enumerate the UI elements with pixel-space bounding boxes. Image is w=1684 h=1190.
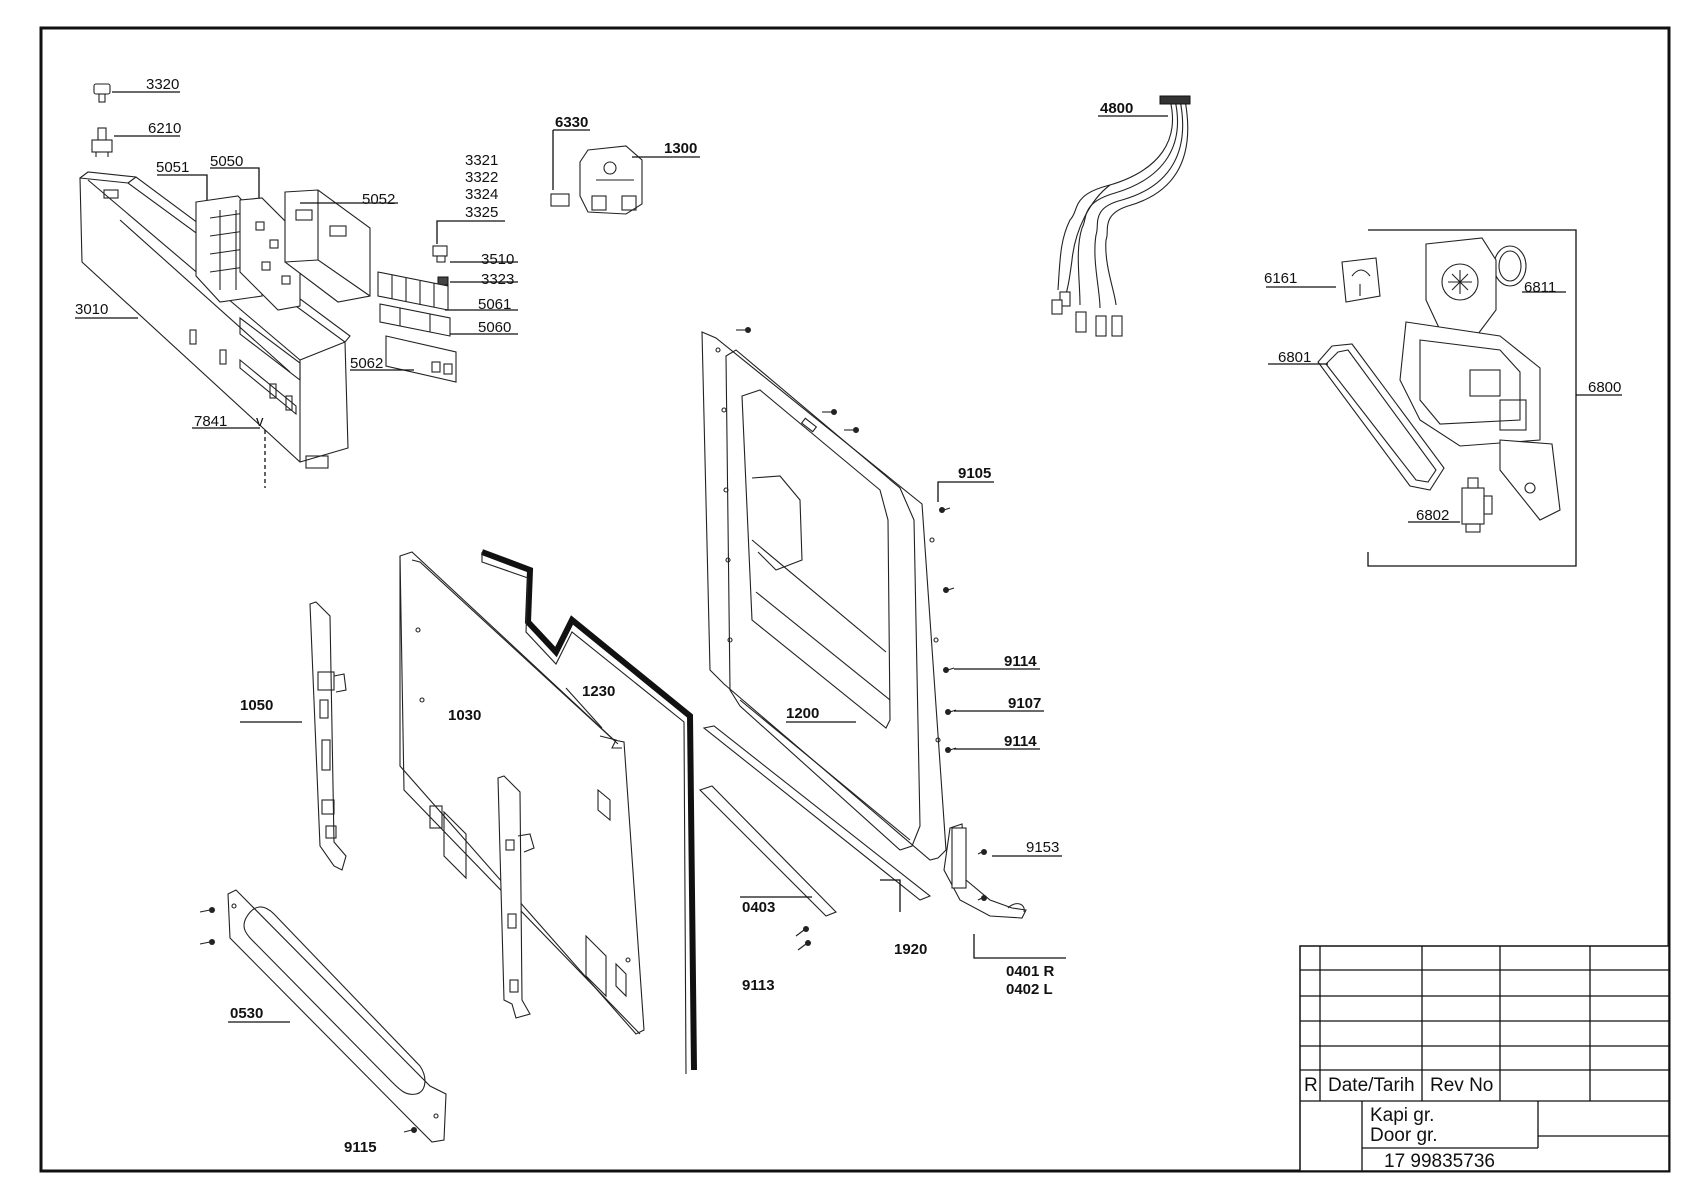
screw-icon xyxy=(199,907,215,913)
part-0530-plinth-strip xyxy=(227,889,447,1143)
label-3322: 3322 xyxy=(465,169,498,186)
part-1200-inner-door xyxy=(701,331,947,861)
label-9114-upper: 9114 xyxy=(1004,653,1037,670)
label-6330: 6330 xyxy=(555,114,588,131)
screw-icon xyxy=(822,409,837,415)
part-3510-bracket xyxy=(432,245,448,263)
label-3510: 3510 xyxy=(481,251,514,268)
label-7841: 7841 xyxy=(194,413,227,430)
screw-icon xyxy=(939,507,951,513)
part-6330-clip xyxy=(550,193,570,207)
label-6801: 6801 xyxy=(1278,349,1311,366)
screw-icon xyxy=(943,667,955,673)
label-1300: 1300 xyxy=(664,140,697,157)
part-5062-button-strip xyxy=(385,335,457,383)
screw-icon xyxy=(199,939,215,945)
label-3324: 3324 xyxy=(465,186,498,203)
label-3010: 3010 xyxy=(75,301,108,318)
part-1300-lock xyxy=(579,145,643,215)
rev-no-header: Rev No xyxy=(1430,1075,1493,1096)
label-5061: 5061 xyxy=(478,296,511,313)
label-6161: 6161 xyxy=(1264,270,1297,287)
screw-icon xyxy=(403,1127,417,1133)
label-5051: 5051 xyxy=(156,159,189,176)
label-5052: 5052 xyxy=(362,191,395,208)
part-6800-dispenser-body xyxy=(1399,237,1561,521)
group-name-en: Door gr. xyxy=(1370,1125,1438,1146)
label-1030: 1030 xyxy=(448,707,481,724)
screw-icon xyxy=(736,327,751,333)
label-4800: 4800 xyxy=(1100,100,1133,117)
label-3320: 3320 xyxy=(146,76,179,93)
label-1230: 1230 xyxy=(582,683,615,700)
label-3321: 3321 xyxy=(465,152,498,169)
part-6210-encoder xyxy=(91,127,113,157)
label-9115: 9115 xyxy=(344,1139,377,1156)
label-6802: 6802 xyxy=(1416,507,1449,524)
label-5062: 5062 xyxy=(350,355,383,372)
part-1920-strip xyxy=(702,725,932,901)
part-0403-strip xyxy=(698,785,837,917)
label-0401: 0401 R xyxy=(1006,963,1055,980)
part-6811-gasket-ring xyxy=(1493,245,1527,287)
part-0401-hinge xyxy=(943,823,1027,919)
part-1050-hinge-bracket xyxy=(309,601,347,871)
part-3010-control-panel xyxy=(79,171,351,469)
label-9153: 9153 xyxy=(1026,839,1059,856)
label-6811: 6811 xyxy=(1524,279,1556,296)
screw-icon xyxy=(943,587,955,593)
label-6800: 6800 xyxy=(1588,379,1621,396)
label-0530: 0530 xyxy=(230,1005,263,1022)
screw-icon xyxy=(945,709,957,715)
part-1030-outer-panel xyxy=(399,551,645,1035)
part-6161-bracket xyxy=(1341,257,1381,303)
screws xyxy=(199,327,987,1133)
date-header: Date/Tarih xyxy=(1328,1075,1415,1096)
screw-icon xyxy=(977,895,987,901)
screw-icon xyxy=(795,926,809,937)
label-9114-lower: 9114 xyxy=(1004,733,1037,750)
label-1050: 1050 xyxy=(240,697,273,714)
label-3325: 3325 xyxy=(465,204,498,221)
label-5060: 5060 xyxy=(478,319,511,336)
part-5052-housing xyxy=(284,189,371,303)
screw-icon xyxy=(797,940,811,951)
drawing-border xyxy=(39,26,1671,1173)
label-0403: 0403 xyxy=(742,899,775,916)
label-5050: 5050 xyxy=(210,153,243,170)
part-labels: 3320 6210 5051 5050 5052 3321 3322 3324 … xyxy=(75,76,1621,1156)
label-9105: 9105 xyxy=(958,465,991,482)
label-3323: 3323 xyxy=(481,271,514,288)
part-1230-insulation-seal xyxy=(480,549,697,1075)
part-5060-button-strip xyxy=(379,303,451,337)
mark-7841-v: v xyxy=(256,413,264,430)
label-1920: 1920 xyxy=(894,941,927,958)
label-9107: 9107 xyxy=(1008,695,1041,712)
screw-icon xyxy=(945,747,957,753)
group-name-tr: Kapi gr. xyxy=(1370,1105,1434,1126)
screw-icon xyxy=(977,849,987,855)
part-4800-cable-harness xyxy=(1051,95,1191,337)
label-6210: 6210 xyxy=(148,120,181,137)
control-panel-group: v xyxy=(75,83,518,488)
dispenser-group xyxy=(1266,229,1622,567)
title-block: R Date/Tarih Rev No Kapi gr. Door gr. 17… xyxy=(1299,945,1670,1172)
rev-r-header: R xyxy=(1304,1075,1318,1096)
screw-icon xyxy=(844,427,859,433)
document-number: 17 99835736 xyxy=(1384,1151,1495,1172)
label-9113: 9113 xyxy=(742,977,775,994)
part-3320-knob xyxy=(93,83,111,103)
label-0402: 0402 L xyxy=(1006,981,1053,998)
part-6802-actuator xyxy=(1461,477,1493,533)
label-1200: 1200 xyxy=(786,705,819,722)
